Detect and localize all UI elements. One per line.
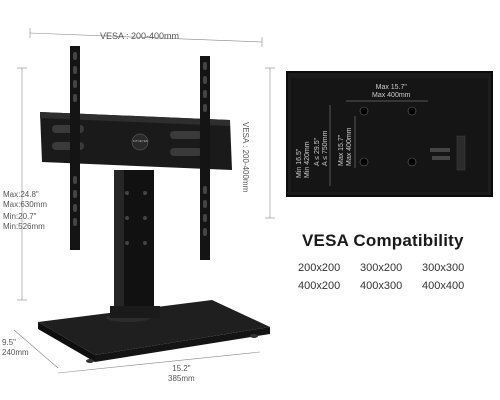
- max-height-panel-mm: Max 400mm: [346, 127, 353, 166]
- compat-size: 200x200: [298, 262, 341, 274]
- a-limit-mm: A ≤ 750mm: [322, 130, 329, 166]
- base-plate: [38, 300, 270, 355]
- brand-text: FITUEYES: [133, 139, 148, 143]
- depth-label: 9.5" 240mm: [2, 338, 29, 358]
- depth-inches: 9.5": [2, 338, 16, 347]
- left-vertical-arm: [70, 46, 80, 250]
- min-height-panel-mm: Min 420mm: [304, 141, 311, 178]
- max-height-panel-inches: Max 15.7": [338, 134, 345, 166]
- a-limit-label: A ≤ 29.5" A ≤ 750mm: [314, 131, 330, 166]
- max-height-label: Max:24.8" Max:630mm: [3, 190, 47, 210]
- max-height-mm: Max:630mm: [3, 200, 48, 209]
- max-width-inches: Max 15.7": [375, 84, 407, 91]
- brand-logo-badge: [131, 133, 149, 151]
- max-width-label: Max 15.7" Max 400mm: [372, 84, 411, 100]
- min-height-panel-label: Min 16.5" Min 420mm: [296, 141, 312, 178]
- compat-sizes: 200x200 300x200 300x300 400x200 400x300 …: [298, 262, 498, 292]
- depth-mm: 240mm: [2, 348, 29, 357]
- max-height-panel-label: Max 15.7" Max 400mm: [338, 127, 354, 166]
- right-vertical-arm: [200, 56, 210, 260]
- min-height-mm: Min:526mm: [3, 222, 45, 231]
- compat-size: 400x200: [298, 280, 341, 292]
- vesa-width-label: VESA : 200-400mm: [100, 31, 180, 41]
- max-width-mm: Max 400mm: [372, 92, 411, 99]
- compat-size: 300x300: [422, 262, 465, 274]
- width-label: 15.2" 385mm: [168, 364, 195, 384]
- width-mm: 385mm: [168, 374, 195, 383]
- compat-size: 400x400: [422, 280, 465, 292]
- min-height-panel-inches: Min 16.5": [296, 148, 303, 178]
- compat-title: VESA Compatibility: [302, 231, 464, 250]
- width-inches: 15.2": [172, 364, 191, 373]
- min-height-label: Min:20.7" Min:526mm: [3, 212, 45, 232]
- compat-size: 300x200: [360, 262, 403, 274]
- compat-size: 400x300: [360, 280, 403, 292]
- a-limit-inches: A ≤ 29.5": [314, 137, 321, 166]
- max-height-inches: Max:24.8": [3, 190, 39, 199]
- min-height-inches: Min:20.7": [3, 212, 37, 221]
